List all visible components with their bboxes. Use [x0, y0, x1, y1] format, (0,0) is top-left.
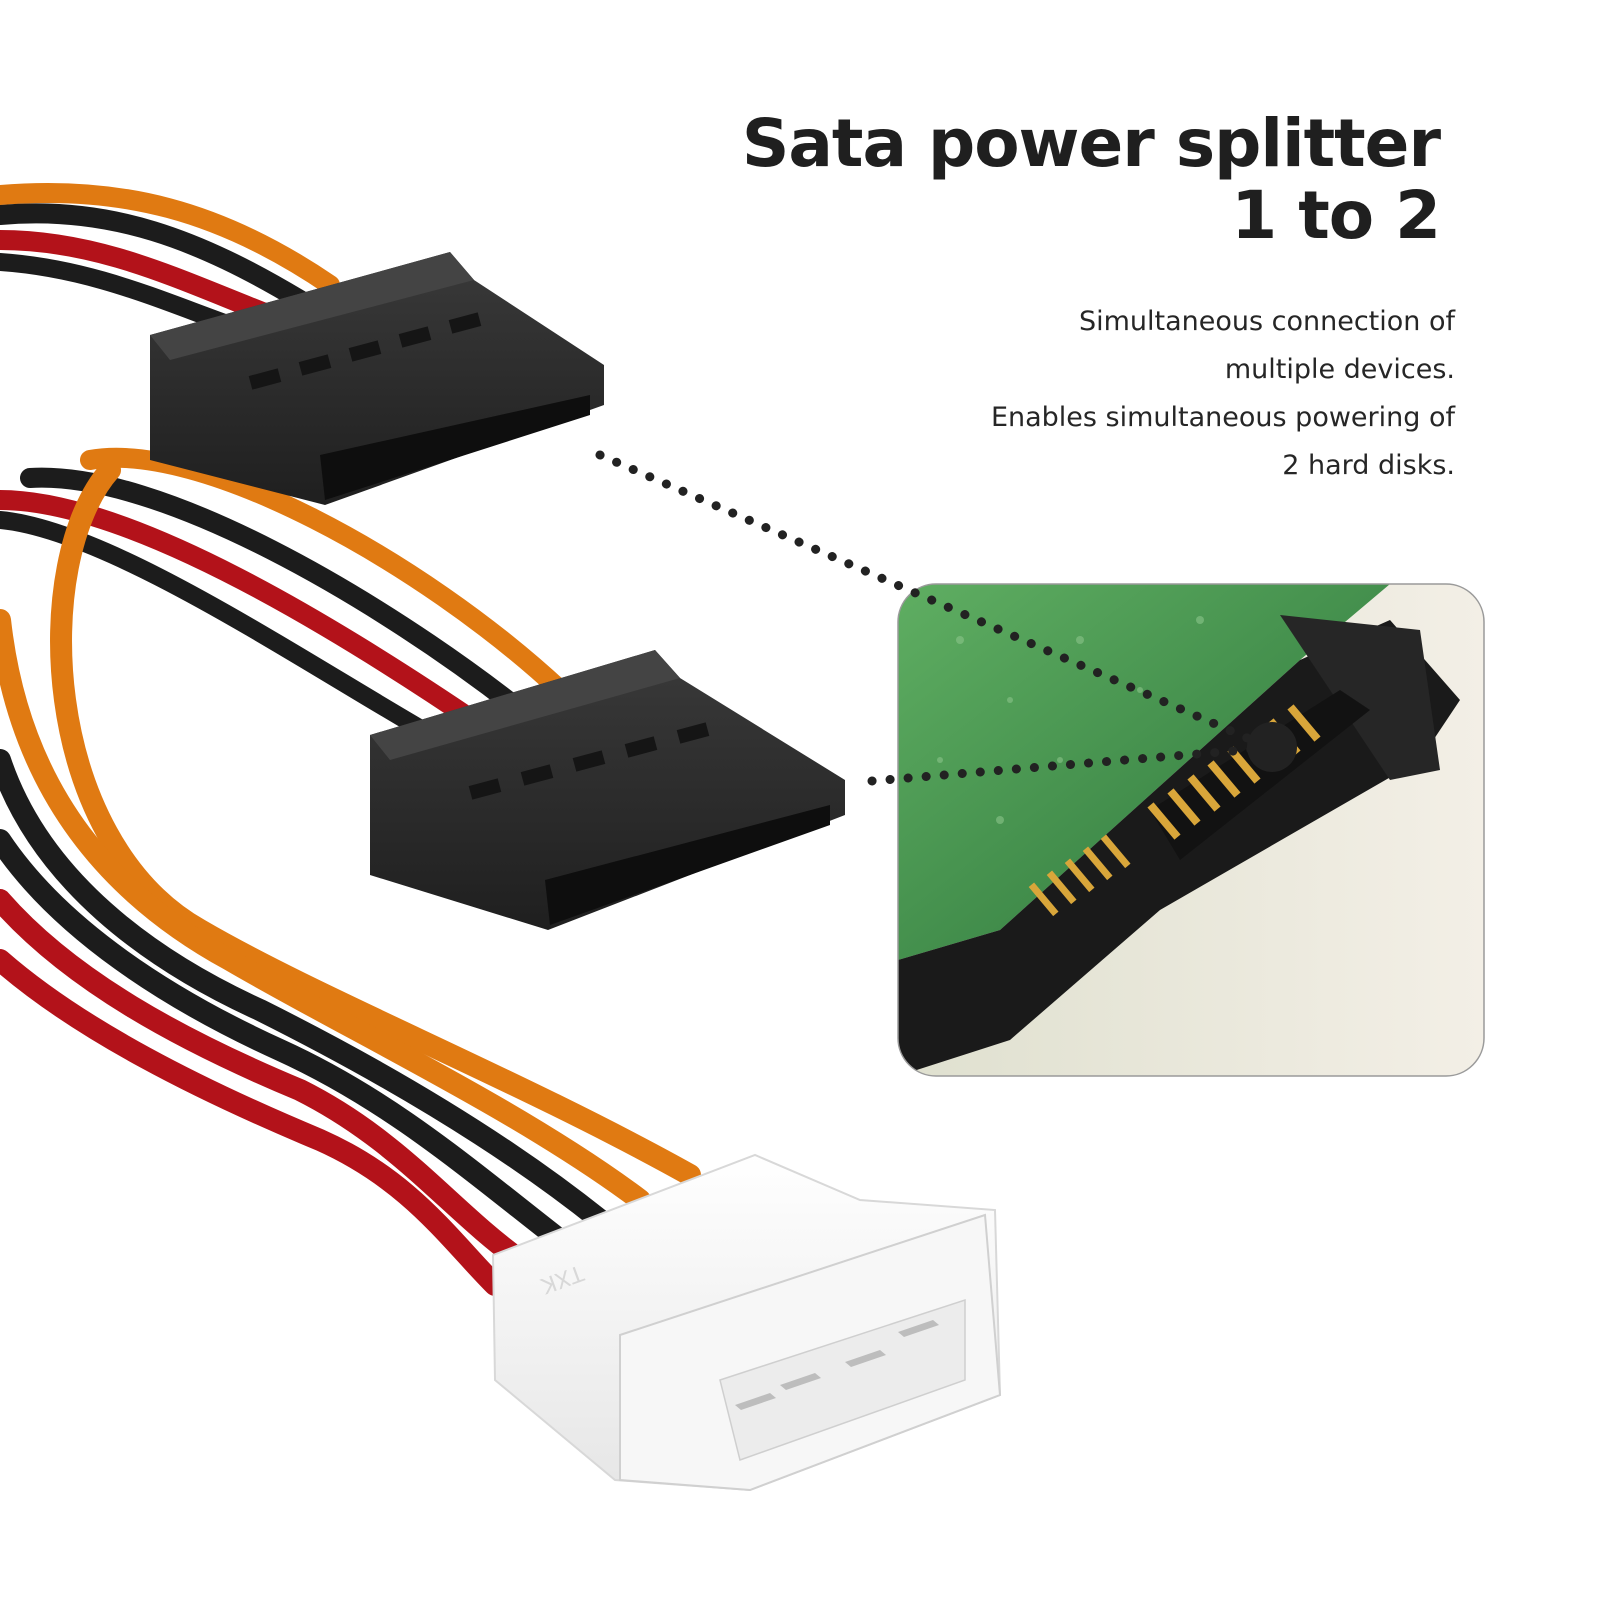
molex-connector: TXK [491, 1153, 1002, 1492]
sata-connector-bottom [370, 650, 845, 930]
molex-cable-bundle [0, 459, 701, 1296]
headline: Sata power splitter 1 to 2 [741, 105, 1441, 254]
description-line-2: multiple devices. [1224, 354, 1455, 385]
hard-disk-photo-inset [897, 583, 1485, 1077]
callout-lines [595, 450, 1275, 786]
description-line-3: Enables simultaneous powering of [990, 402, 1455, 433]
upper-cable-bundle [0, 182, 340, 334]
description-line-4: 2 hard disks. [1282, 450, 1455, 481]
headline-line-1: Sata power splitter [741, 105, 1441, 182]
description-line-1: Simultaneous connection of [1078, 306, 1455, 337]
callout-endpoint-dot [1247, 722, 1297, 772]
feature-description: Simultaneous connection of multiple devi… [991, 298, 1455, 490]
sata-connector-top [150, 252, 604, 505]
headline-line-2: 1 to 2 [1231, 177, 1441, 254]
